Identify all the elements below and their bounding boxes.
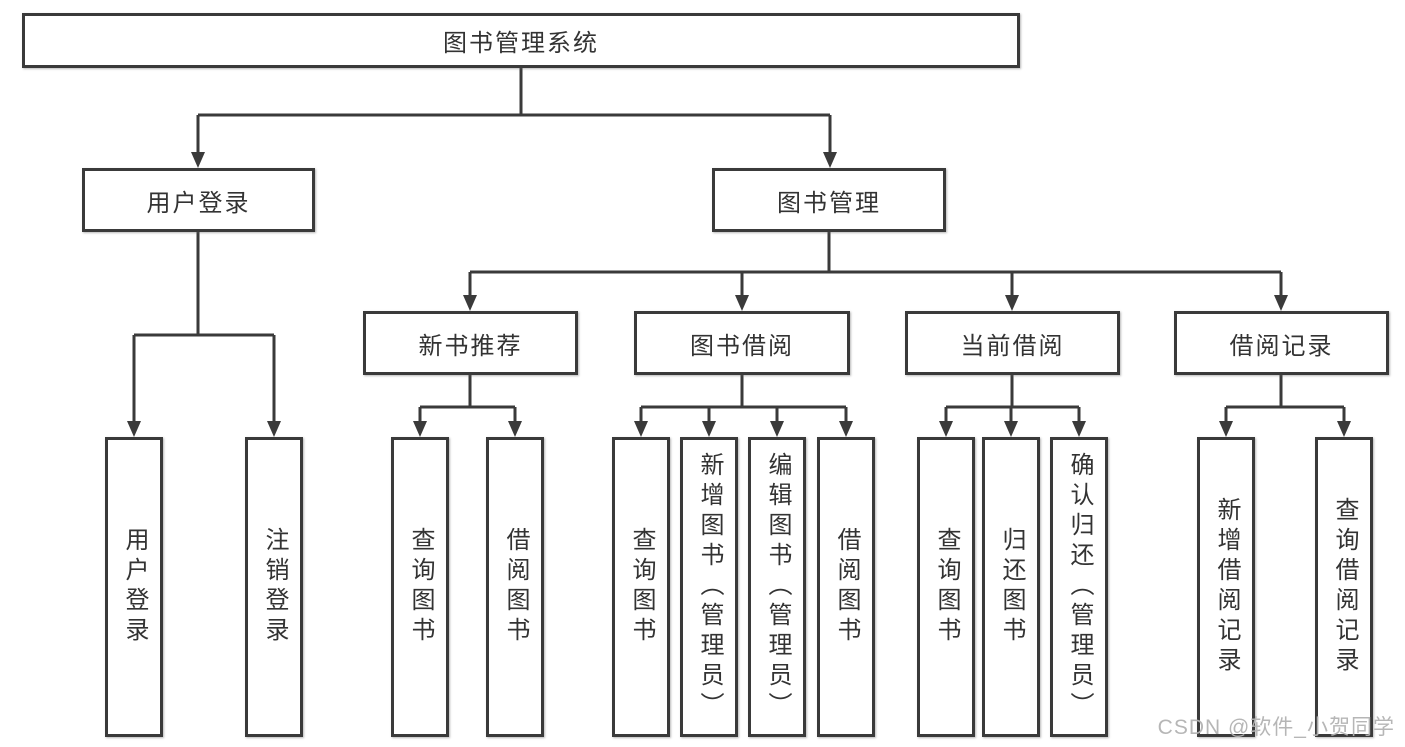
- connector-path: [468, 232, 1283, 298]
- node-label: 查询图书: [628, 527, 655, 647]
- node-confirm-return-admin: 确认归还（管理员）: [1050, 437, 1108, 737]
- node-label: 查询图书: [933, 527, 960, 647]
- arrowhead-down-icon: [267, 421, 281, 437]
- arrowhead-down-icon: [127, 421, 141, 437]
- arrowhead-down-icon: [735, 295, 749, 311]
- node-return-books: 归还图书: [982, 437, 1040, 737]
- node-label: 确认归还（管理员）: [1066, 452, 1093, 722]
- node-current-borrowing: 当前借阅: [905, 311, 1120, 375]
- arrowhead-down-icon: [634, 421, 648, 437]
- node-add-books-admin: 新增图书（管理员）: [680, 437, 738, 737]
- node-label: 新增借阅记录: [1213, 497, 1240, 677]
- node-label: 图书管理: [777, 189, 881, 217]
- node-borrowing-records: 借阅记录: [1174, 311, 1389, 375]
- node-label: 借阅图书: [833, 527, 860, 647]
- node-book-management: 图书管理: [712, 168, 946, 232]
- node-label: 注销登录: [261, 527, 288, 647]
- node-label: 编辑图书（管理员）: [764, 452, 791, 722]
- node-root-system: 图书管理系统: [22, 13, 1020, 68]
- node-edit-books-admin: 编辑图书（管理员）: [748, 437, 806, 737]
- node-label: 图书借阅: [690, 332, 794, 360]
- node-query-borrow-record: 查询借阅记录: [1315, 437, 1373, 737]
- node-user-login-leaf: 用户登录: [105, 437, 163, 737]
- csdn-watermark: CSDN @软件_小贺同学: [1157, 716, 1395, 739]
- node-label: 当前借阅: [960, 332, 1065, 360]
- arrowhead-down-icon: [413, 421, 427, 437]
- node-label: 用户登录: [121, 527, 148, 647]
- arrowhead-down-icon: [823, 152, 837, 168]
- node-query-books-borrowing: 查询图书: [612, 437, 670, 737]
- arrowhead-down-icon: [1072, 421, 1086, 437]
- arrowhead-down-icon: [1337, 421, 1351, 437]
- node-query-books-current: 查询图书: [917, 437, 975, 737]
- arrowhead-down-icon: [1274, 295, 1288, 311]
- node-new-book-recommend: 新书推荐: [363, 311, 578, 375]
- node-label: 查询图书: [407, 527, 434, 647]
- node-book-borrowing: 图书借阅: [634, 311, 850, 375]
- node-logout-leaf: 注销登录: [245, 437, 303, 737]
- connector-path: [132, 232, 276, 424]
- node-label: 借阅图书: [502, 527, 529, 647]
- connector-path: [196, 68, 832, 156]
- arrowhead-down-icon: [702, 421, 716, 437]
- node-label: 图书管理系统: [443, 30, 599, 57]
- arrowhead-down-icon: [1005, 295, 1019, 311]
- node-user-login: 用户登录: [82, 168, 315, 232]
- node-borrow-books-recommend: 借阅图书: [486, 437, 544, 737]
- node-label: 借阅记录: [1229, 332, 1334, 360]
- arrowhead-down-icon: [1219, 421, 1233, 437]
- arrowhead-down-icon: [1004, 421, 1018, 437]
- connector-path: [1224, 375, 1346, 424]
- arrowhead-down-icon: [508, 421, 522, 437]
- connector-path: [639, 375, 848, 424]
- arrowhead-down-icon: [463, 295, 477, 311]
- node-label: 查询借阅记录: [1331, 497, 1358, 677]
- arrowhead-down-icon: [939, 421, 953, 437]
- node-label: 用户登录: [146, 189, 251, 217]
- node-add-borrow-record: 新增借阅记录: [1197, 437, 1255, 737]
- arrowhead-down-icon: [839, 421, 853, 437]
- connector-path: [944, 375, 1081, 424]
- arrowhead-down-icon: [770, 421, 784, 437]
- connector-path: [418, 375, 517, 424]
- node-label: 归还图书: [998, 527, 1025, 647]
- node-borrow-books-borrowing: 借阅图书: [817, 437, 875, 737]
- node-label: 新书推荐: [418, 332, 523, 360]
- node-query-books-recommend: 查询图书: [391, 437, 449, 737]
- node-label: 新增图书（管理员）: [696, 452, 723, 722]
- arrowhead-down-icon: [191, 152, 205, 168]
